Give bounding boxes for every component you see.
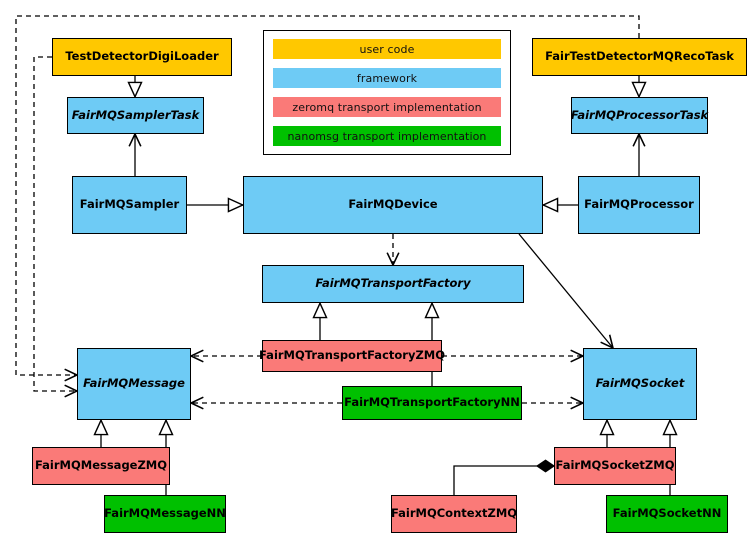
class-node-fairmqmessagenn[interactable]: FairMQMessageNN <box>104 495 226 533</box>
class-node-label: FairMQMessageZMQ <box>34 458 168 473</box>
legend-label-user-code: user code <box>359 42 415 56</box>
class-node-label: FairMQMessageNN <box>104 506 226 521</box>
class-node-label: FairMQProcessor <box>584 197 694 212</box>
class-node-fairmqsocketzmq[interactable]: FairMQSocketZMQ <box>554 447 676 485</box>
class-node-label: FairMQSocketNN <box>612 506 722 521</box>
class-node-fairmqmessagezmq[interactable]: FairMQMessageZMQ <box>32 447 170 485</box>
class-node-label: FairTestDetectorMQRecoTask <box>545 49 734 64</box>
class-node-label: FairMQTransportFactoryNN <box>344 395 520 410</box>
class-node-label: TestDetectorDigiLoader <box>65 49 219 64</box>
class-node-label: FairMQSocket <box>595 376 685 391</box>
legend-item-user-code: user code <box>273 39 501 59</box>
class-node-label: FairMQContextZMQ <box>390 506 518 521</box>
class-node-fairtestdetectormqrecotask[interactable]: FairTestDetectorMQRecoTask <box>532 38 747 76</box>
color-legend: user code framework zeromq transport imp… <box>263 30 511 155</box>
class-node-label: FairMQSocketZMQ <box>555 458 675 473</box>
class-node-testdetectordigiloader[interactable]: TestDetectorDigiLoader <box>52 38 232 76</box>
class-node-fairmqsocketnn[interactable]: FairMQSocketNN <box>606 495 728 533</box>
class-node-label: FairMQSamplerTask <box>71 107 200 122</box>
class-node-fairmqtransportfactoryzmq[interactable]: FairMQTransportFactoryZMQ <box>259 340 446 372</box>
legend-label-zeromq: zeromq transport implementation <box>292 100 482 114</box>
class-node-label: FairMQMessage <box>83 376 185 391</box>
class-node-fairmqmessage[interactable]: FairMQMessage <box>77 348 191 420</box>
legend-label-nanomsg: nanomsg transport implementation <box>287 129 487 143</box>
class-node-fairmqtransportfactory[interactable]: FairMQTransportFactory <box>262 265 524 303</box>
legend-item-zeromq: zeromq transport implementation <box>273 97 501 117</box>
class-node-fairmqsampler[interactable]: FairMQSampler <box>72 176 187 234</box>
class-node-fairmqtransportfactorynn[interactable]: FairMQTransportFactoryNN <box>342 386 522 420</box>
class-node-label: FairMQDevice <box>348 197 438 212</box>
class-node-fairmqprocessor[interactable]: FairMQProcessor <box>578 176 700 234</box>
legend-label-framework: framework <box>356 71 418 85</box>
class-node-label: FairMQProcessorTask <box>570 107 709 122</box>
edge-socketzmq-contextzmq <box>453 459 556 495</box>
legend-item-framework: framework <box>273 68 501 88</box>
class-node-fairmqcontextzmq[interactable]: FairMQContextZMQ <box>391 495 517 533</box>
class-node-fairmqprocessortask[interactable]: FairMQProcessorTask <box>571 97 708 134</box>
class-node-label: FairMQTransportFactoryZMQ <box>259 348 446 363</box>
class-node-label: FairMQTransportFactory <box>315 276 471 291</box>
legend-item-nanomsg: nanomsg transport implementation <box>273 126 501 146</box>
class-node-fairmqsamplertask[interactable]: FairMQSamplerTask <box>67 97 204 134</box>
class-node-label: FairMQSampler <box>79 197 180 212</box>
edge-device-socket <box>518 233 615 350</box>
class-node-fairmqsocket[interactable]: FairMQSocket <box>583 348 697 420</box>
class-node-fairmqdevice[interactable]: FairMQDevice <box>243 176 543 234</box>
